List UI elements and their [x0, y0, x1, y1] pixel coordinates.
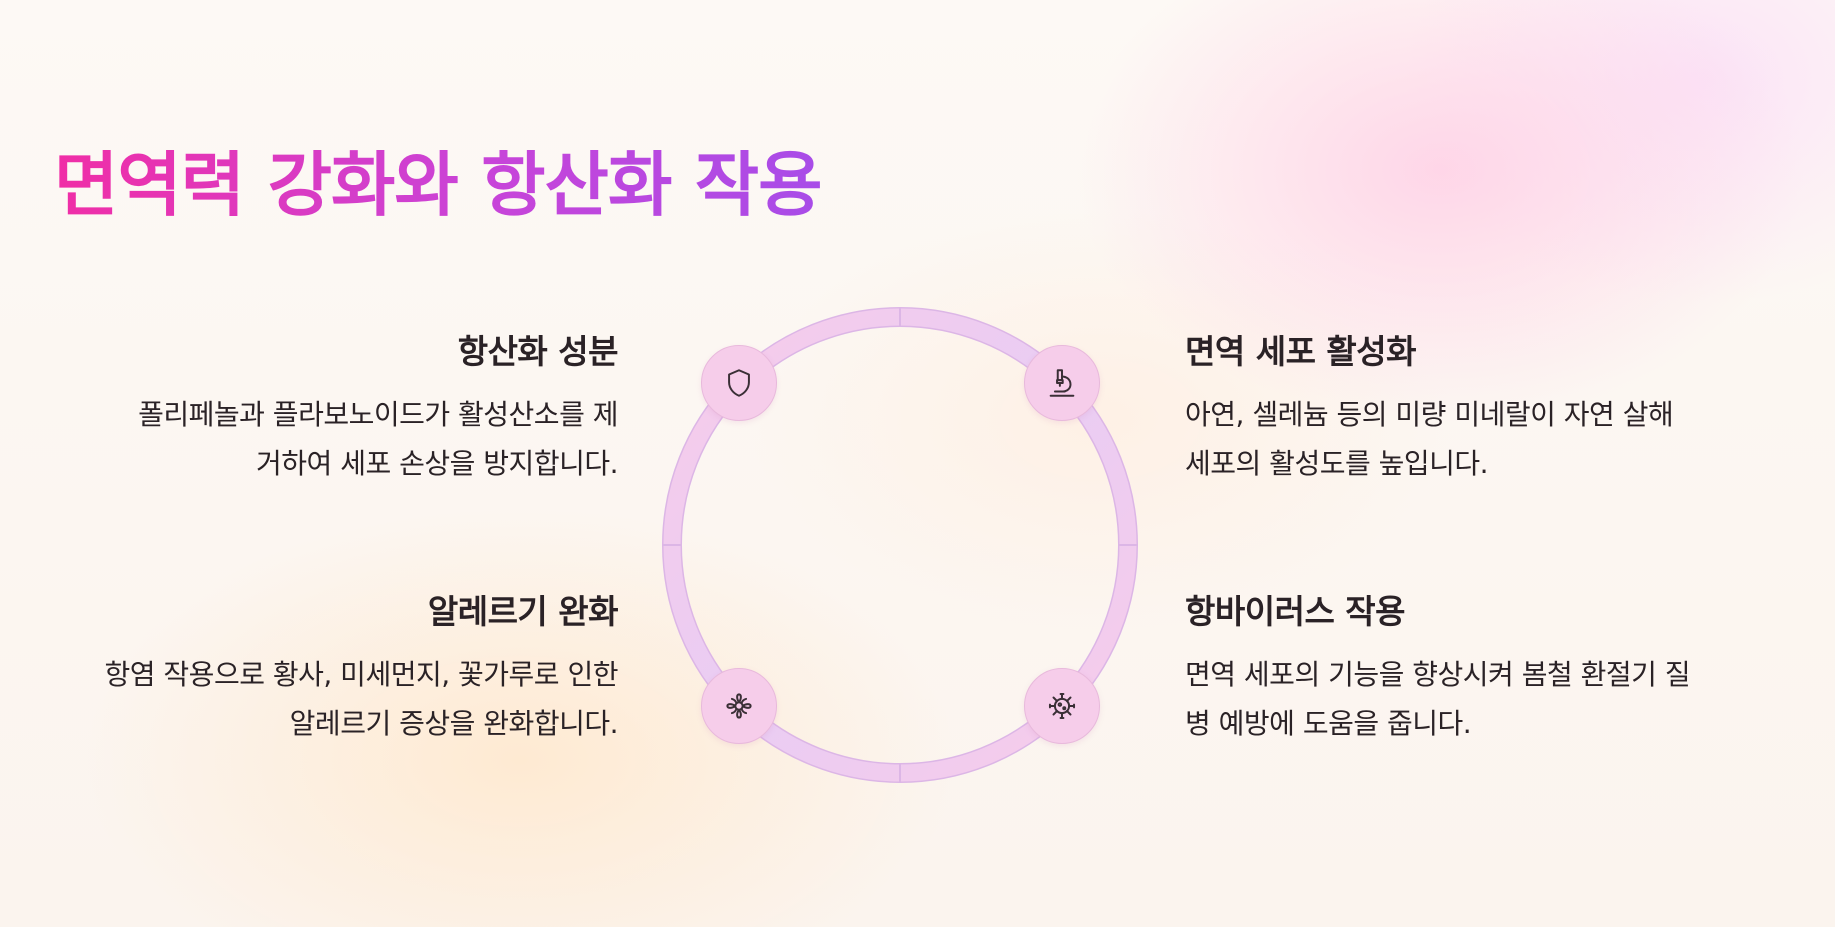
flower-icon: [726, 693, 752, 719]
page-title: 면역력 강화와 항산화 작용: [54, 144, 823, 226]
feature-immune-activation: 면역 세포 활성화 아연, 셀레늄 등의 미량 미네랄이 자연 살해 세포의 활…: [1185, 332, 1755, 488]
description-line: 폴리페놀과 플라보노이드가 활성산소를 제: [138, 397, 618, 431]
feature-allergy-relief: 알레르기 완화 항염 작용으로 황사, 미세먼지, 꽃가루로 인한 알레르기 증…: [40, 592, 619, 748]
virus-node: [1024, 668, 1100, 744]
feature-antioxidant: 항산화 성분 폴리페놀과 플라보노이드가 활성산소를 제 거하여 세포 손상을 …: [40, 332, 618, 488]
cycle-ring: [662, 307, 1138, 783]
feature-heading: 알레르기 완화: [427, 592, 619, 631]
description-line: 세포의 활성도를 높입니다.: [1185, 446, 1489, 480]
feature-description: 아연, 셀레늄 등의 미량 미네랄이 자연 살해 세포의 활성도를 높입니다.: [1185, 390, 1755, 488]
microscope-node: [1024, 345, 1100, 421]
description-line: 병 예방에 도움을 줍니다.: [1185, 706, 1472, 740]
feature-heading: 면역 세포 활성화: [1185, 332, 1417, 371]
microscope-icon: [1049, 369, 1075, 397]
feature-heading: 항바이러스 작용: [1185, 592, 1406, 631]
description-line: 아연, 셀레늄 등의 미량 미네랄이 자연 살해: [1185, 397, 1674, 431]
feature-description: 폴리페놀과 플라보노이드가 활성산소를 제 거하여 세포 손상을 방지합니다.: [40, 390, 618, 488]
description-line: 알레르기 증상을 완화합니다.: [289, 706, 619, 740]
description-line: 항염 작용으로 황사, 미세먼지, 꽃가루로 인한: [104, 657, 619, 691]
description-line: 거하여 세포 손상을 방지합니다.: [256, 446, 618, 480]
description-line: 면역 세포의 기능을 향상시켜 봄철 환절기 질: [1185, 657, 1691, 691]
shield-node: [701, 345, 777, 421]
virus-icon: [1048, 692, 1076, 720]
feature-description: 면역 세포의 기능을 향상시켜 봄철 환절기 질 병 예방에 도움을 줍니다.: [1185, 650, 1755, 748]
feature-description: 항염 작용으로 황사, 미세먼지, 꽃가루로 인한 알레르기 증상을 완화합니다…: [40, 650, 619, 748]
flower-node: [701, 668, 777, 744]
feature-heading: 항산화 성분: [457, 332, 619, 371]
feature-antiviral: 항바이러스 작용 면역 세포의 기능을 향상시켜 봄철 환절기 질 병 예방에 …: [1185, 592, 1755, 748]
shield-icon: [728, 369, 750, 397]
